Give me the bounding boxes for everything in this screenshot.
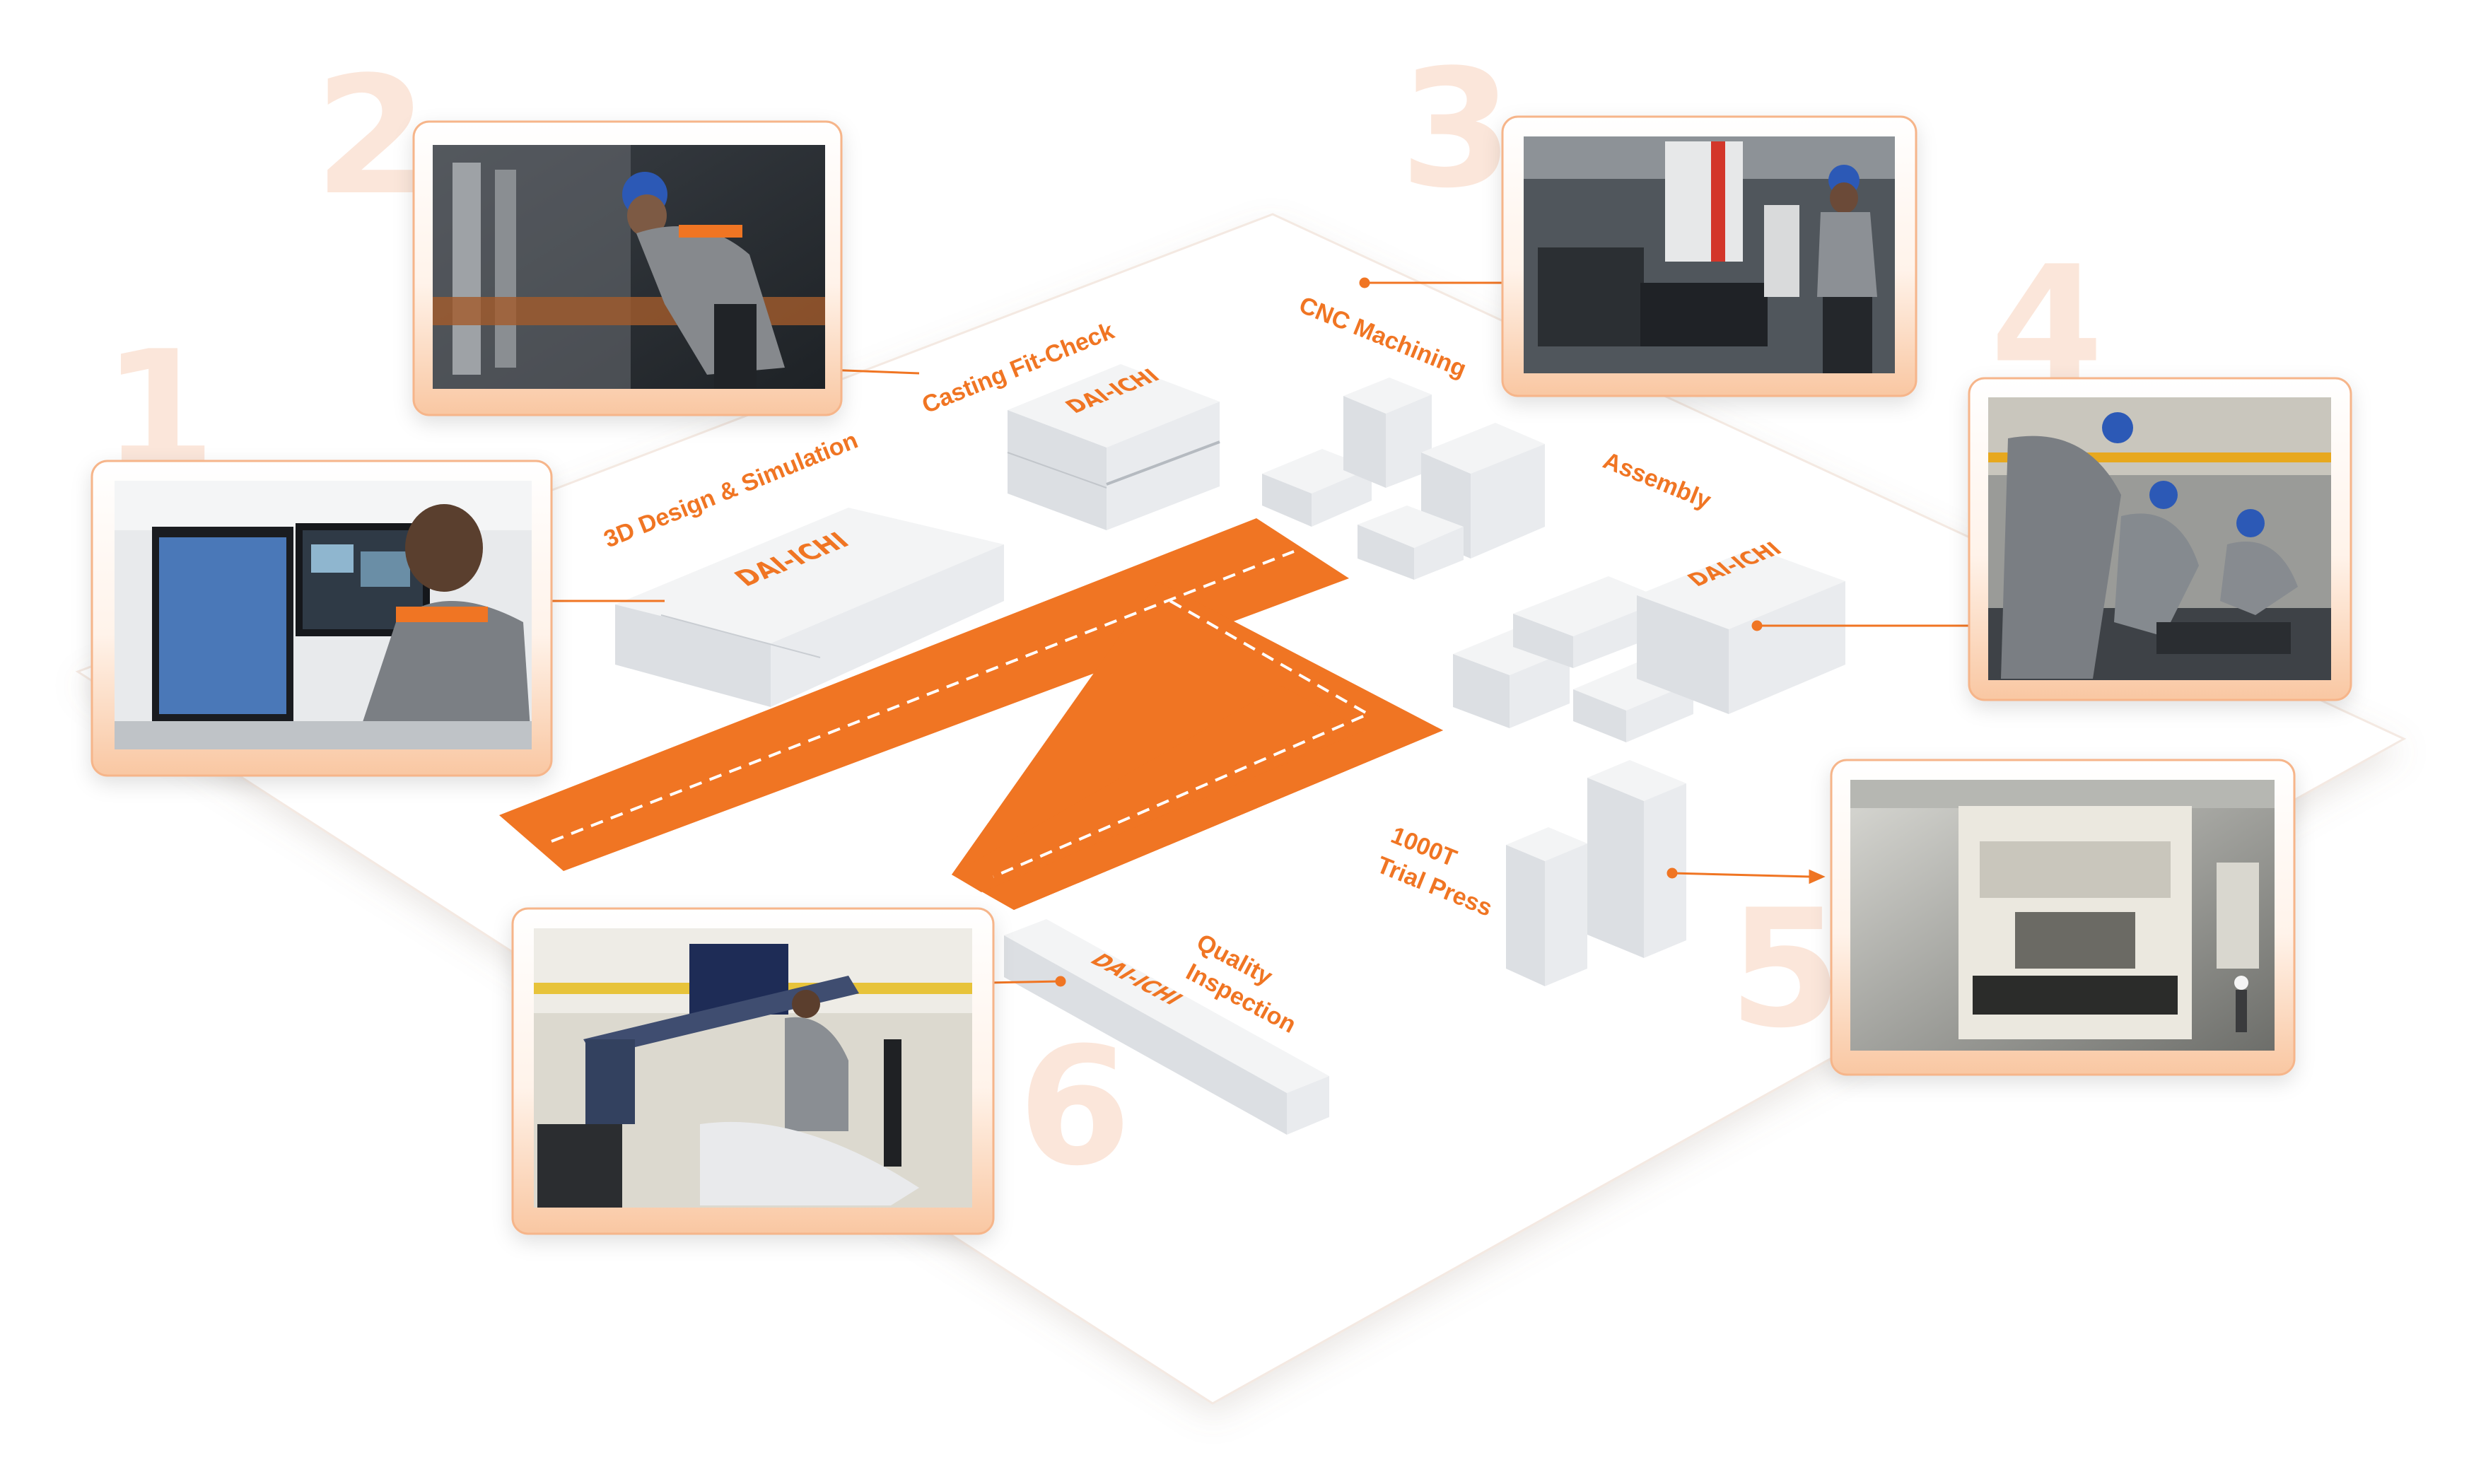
building-quality-inspection: DAI-ICHI [1004, 919, 1329, 1135]
assembly-team-photo [1988, 397, 2331, 680]
cmm-inspection-photo [534, 928, 972, 1208]
building-cnc-machining [1262, 378, 1545, 580]
walkway [499, 518, 1443, 910]
station-number-6: 6 [1018, 1013, 1131, 1202]
trial-press-photo [1850, 780, 2275, 1051]
cnc-machine-photo [1524, 136, 1895, 373]
station-numbers: 1 2 3 4 5 6 [103, 35, 2103, 1202]
engineer-at-workstation-photo [115, 481, 532, 749]
building-trial-press [1506, 760, 1686, 986]
casting-fitting-photo [433, 145, 825, 389]
station-number-3: 3 [1400, 35, 1513, 224]
station-number-2: 2 [315, 42, 428, 231]
building-assembly: DAI-ICHI [1453, 538, 1845, 742]
building-3d-design: DAI-ICHI [615, 508, 1004, 707]
station-number-5: 5 [1729, 875, 1842, 1064]
